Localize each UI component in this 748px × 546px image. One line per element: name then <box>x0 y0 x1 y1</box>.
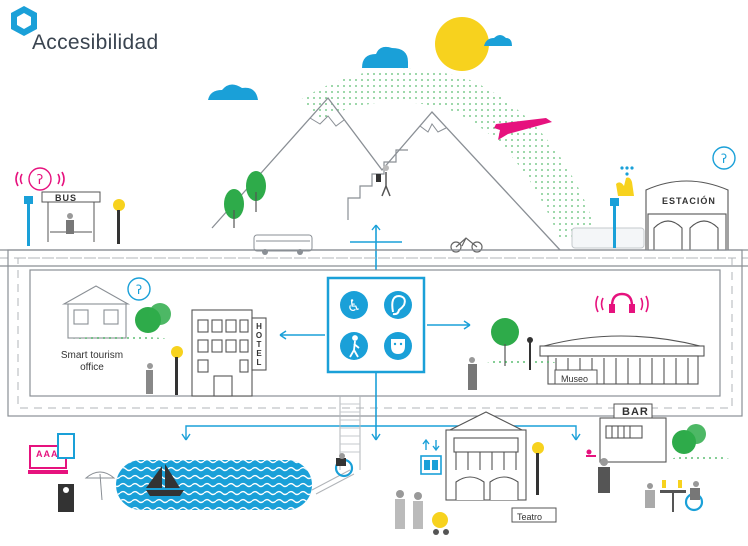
dotted-sky-arc <box>300 68 600 240</box>
tree-icon <box>135 303 171 333</box>
cafe-table-wheelchair <box>645 480 704 512</box>
stairs <box>347 149 408 220</box>
sun-icon <box>435 17 489 71</box>
bus-stop-sign: BUS <box>55 193 78 203</box>
station-building <box>645 180 729 251</box>
cloud-icon <box>484 35 512 46</box>
ear-icon <box>384 291 412 319</box>
train-vehicle <box>571 227 645 249</box>
hearing-loop-icon: ʔ <box>712 146 736 170</box>
arrow-right <box>427 320 471 330</box>
bus-stop <box>41 191 101 242</box>
elevator-icon <box>420 438 442 475</box>
station-sign: ESTACIÓN <box>662 196 716 206</box>
street-lamp-icon <box>532 442 544 495</box>
central-accessibility-panel: ♿ <box>326 276 426 374</box>
station-sign-pole <box>613 202 616 248</box>
bar-building <box>599 417 667 463</box>
person-with-audioguide <box>468 357 477 390</box>
hearing-loop-icon: ʔ <box>15 167 65 191</box>
svg-text:ʔ: ʔ <box>136 283 142 297</box>
audio-guide-icon <box>595 292 649 313</box>
bus-stop-pole <box>27 200 30 246</box>
hexagon-logo-icon <box>11 6 37 36</box>
mountain-outline <box>211 96 561 251</box>
tree-icon <box>224 189 244 228</box>
aaa-label: AAA <box>36 449 59 459</box>
person-with-cane <box>146 363 153 394</box>
bus-vehicle <box>253 234 313 255</box>
tree-icon <box>246 171 266 212</box>
wheelchair-user-icon <box>334 453 354 478</box>
waiter-figure <box>586 449 610 493</box>
cloud-icon <box>208 84 258 100</box>
tourism-office-building <box>61 285 131 339</box>
svg-text:ʔ: ʔ <box>721 152 727 166</box>
city-block-outline <box>29 269 721 397</box>
braille-hand-icon <box>616 166 634 196</box>
theatre-sign: Teatro <box>517 512 543 522</box>
lake-with-sailboat <box>116 460 312 510</box>
svg-text:♿: ♿ <box>347 296 361 315</box>
museum-sign: Museo <box>561 374 589 384</box>
airplane-icon <box>494 118 552 140</box>
teatro-sign-board <box>511 507 557 523</box>
bar-sign-board <box>613 403 653 419</box>
brand-title: Accesibilidad <box>32 31 159 54</box>
bicycle-icon <box>450 237 483 253</box>
wheelchair-icon <box>340 291 368 319</box>
arrow-left <box>279 330 325 340</box>
bar-sign: BAR <box>622 406 649 418</box>
hotel-building <box>191 309 267 397</box>
computer-aaa-icon <box>28 433 75 474</box>
tourism-office-label: Smart tourism office <box>60 350 124 373</box>
tree-icon <box>672 424 706 454</box>
street-lamp-icon <box>171 346 183 395</box>
person-standing-icon <box>58 484 74 512</box>
street-lamp-icon <box>113 199 125 244</box>
beach-umbrella-icon <box>84 471 116 501</box>
hiker-figure <box>376 165 391 197</box>
svg-text:ʔ: ʔ <box>37 173 44 188</box>
hearing-loop-icon: ʔ <box>127 277 151 301</box>
street-lamp-icon <box>527 337 533 370</box>
people-with-pram <box>395 490 449 535</box>
theatre-building <box>445 411 527 501</box>
museo-sign-board <box>554 369 598 385</box>
cloud-icon <box>362 46 408 68</box>
